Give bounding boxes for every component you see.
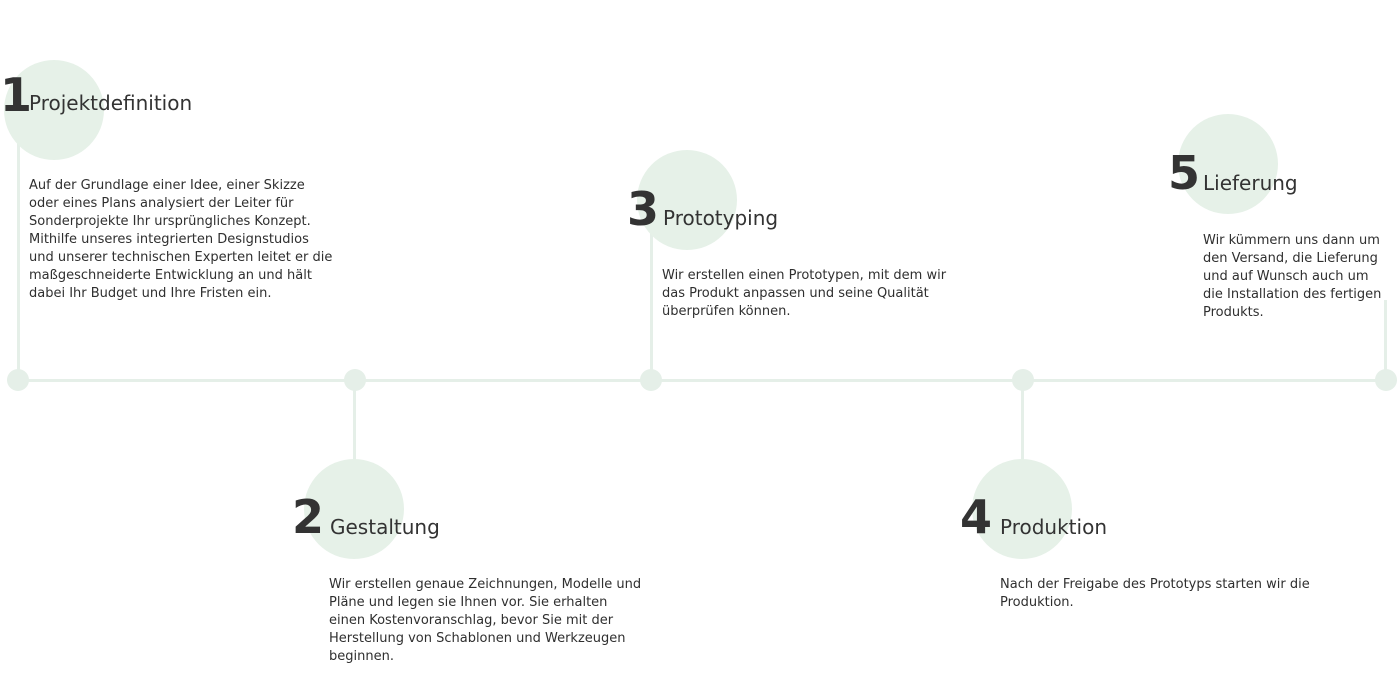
step-3-description: Wir erstellen einen Prototypen, mit dem …	[662, 268, 947, 319]
connector-step-3	[650, 200, 653, 380]
step-1-title: Projektdefinition	[29, 91, 193, 115]
timeline-node-4	[1012, 369, 1034, 391]
step-3-number: 3	[627, 182, 659, 236]
step-2-number: 2	[292, 490, 324, 544]
step-4-title: Produktion	[1000, 515, 1107, 539]
step-1-circle	[4, 60, 104, 160]
step-3-circle	[637, 150, 737, 250]
connector-step-5	[1384, 300, 1387, 380]
connector-step-1	[17, 110, 20, 380]
step-5-number: 5	[1168, 146, 1200, 200]
step-4-circle	[972, 459, 1072, 559]
step-1-description: Auf der Grundlage einer Idee, einer Skiz…	[29, 178, 333, 301]
timeline-node-1	[7, 369, 29, 391]
step-3-title: Prototyping	[663, 206, 779, 230]
connector-step-4	[1021, 380, 1024, 510]
step-5-circle	[1178, 114, 1278, 214]
step-1-number: 1	[0, 68, 32, 122]
timeline-node-5	[1375, 369, 1397, 391]
step-5-description: Wir kümmern uns dann um den Versand, die…	[1203, 233, 1382, 320]
timeline-axis	[18, 379, 1386, 382]
step-4-description: Nach der Freigabe des Prototyps starten …	[1000, 577, 1310, 610]
step-2-title: Gestaltung	[330, 515, 440, 539]
timeline-node-2	[344, 369, 366, 391]
step-4-number: 4	[960, 490, 992, 544]
step-2-description: Wir erstellen genaue Zeichnungen, Modell…	[329, 577, 642, 664]
timeline-node-3	[640, 369, 662, 391]
step-5-title: Lieferung	[1203, 171, 1298, 195]
connector-step-2	[353, 380, 356, 510]
step-2-circle	[304, 459, 404, 559]
